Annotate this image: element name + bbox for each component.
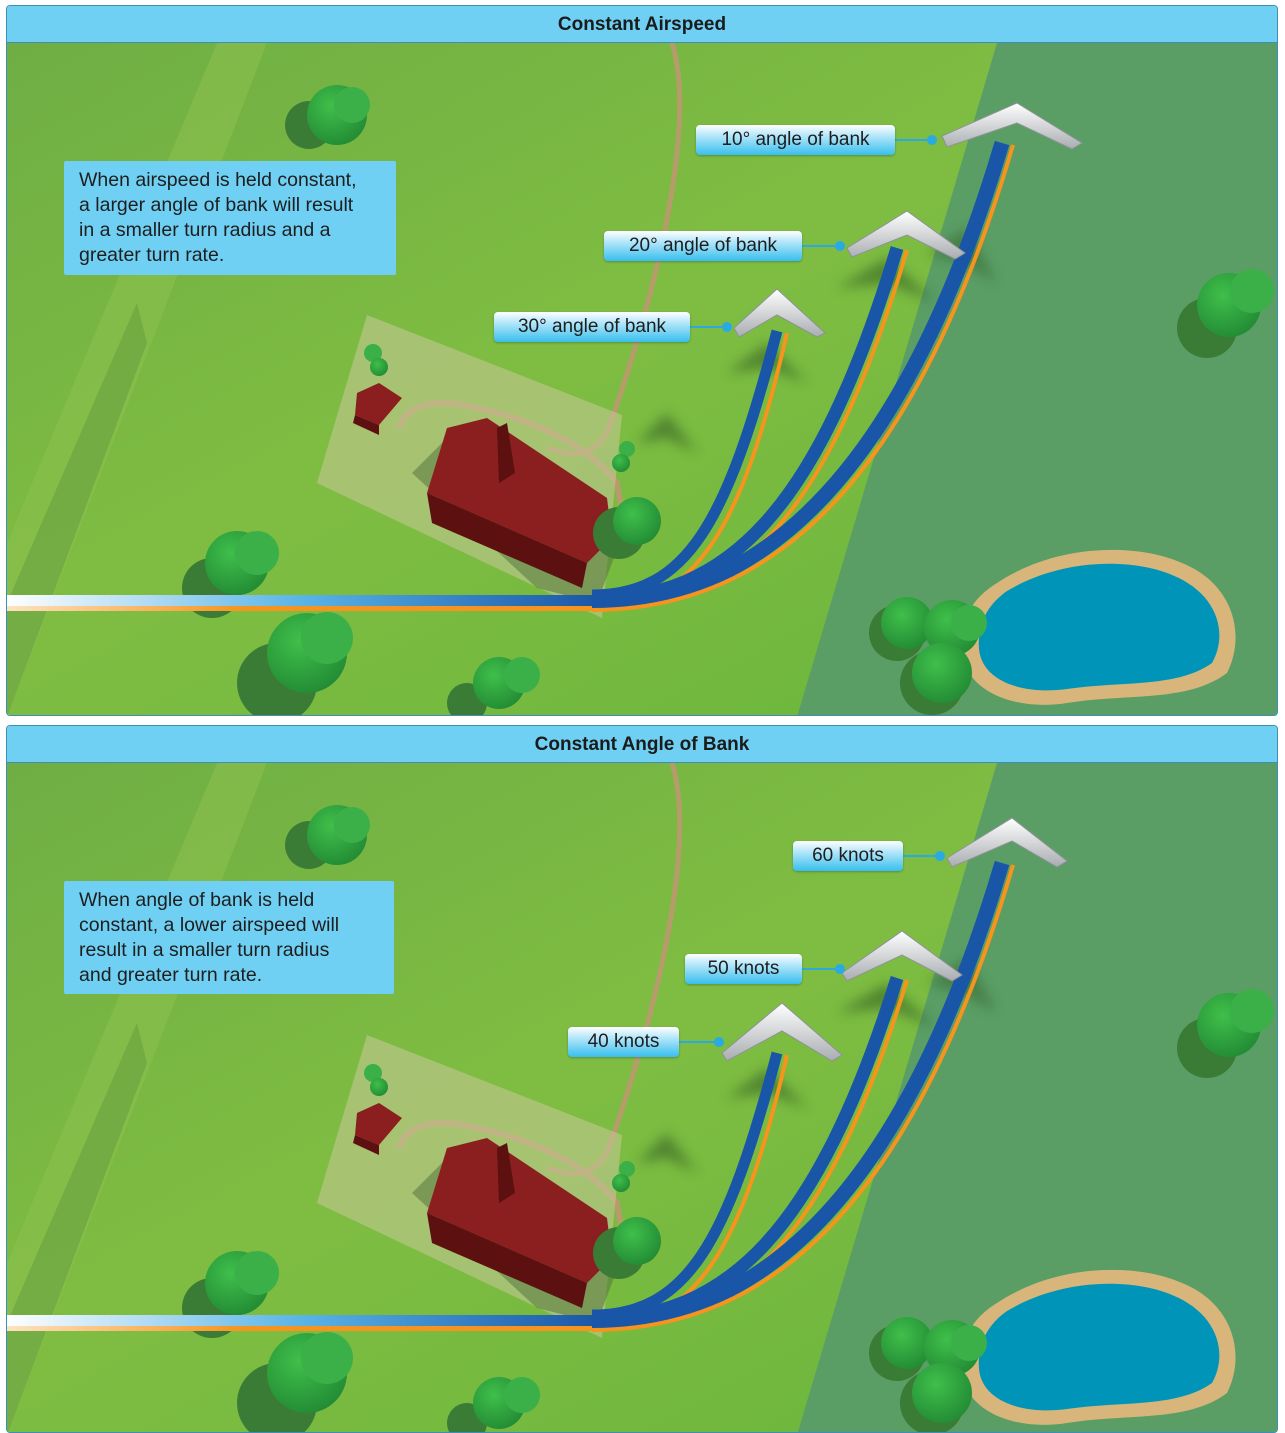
aerial-scene-illustration <box>7 43 1278 716</box>
aerial-scene: When angle of bank is held constant, a l… <box>7 763 1278 1433</box>
explanation-note: When angle of bank is held constant, a l… <box>64 881 394 994</box>
label-50-knots: 50 knots <box>685 954 802 984</box>
panel-title: Constant Angle of Bank <box>7 726 1277 763</box>
label-10-degree-bank: 10° angle of bank <box>696 125 895 155</box>
label-60-knots: 60 knots <box>793 841 903 871</box>
aerial-scene-illustration <box>7 763 1278 1433</box>
label-40-knots: 40 knots <box>568 1027 679 1057</box>
aerial-scene: When airspeed is held constant, a larger… <box>7 43 1278 715</box>
constant-airspeed-panel: Constant Airspeed <box>6 5 1278 716</box>
label-20-degree-bank: 20° angle of bank <box>604 231 802 261</box>
approach-path <box>7 1315 597 1326</box>
explanation-note: When airspeed is held constant, a larger… <box>64 161 396 275</box>
approach-path <box>7 595 597 606</box>
panel-title: Constant Airspeed <box>7 6 1277 43</box>
label-30-degree-bank: 30° angle of bank <box>494 312 690 342</box>
constant-angle-of-bank-panel: Constant Angle of Bank <box>6 725 1278 1433</box>
